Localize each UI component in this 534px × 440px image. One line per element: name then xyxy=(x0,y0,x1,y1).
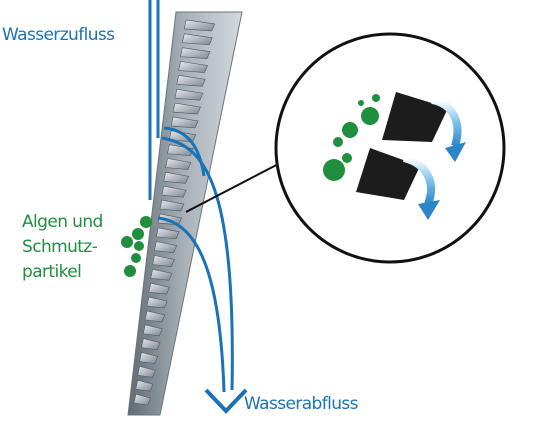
screen-tooth xyxy=(161,185,187,198)
screen-tooth xyxy=(150,269,173,281)
algae-label-line-2: Schmutz- xyxy=(22,237,98,257)
screen-tooth xyxy=(176,75,206,87)
algae-label: Algen und Schmutz- partikel xyxy=(22,210,103,285)
screen-bar-lower xyxy=(356,148,440,220)
screen-tooth xyxy=(148,282,170,295)
screen-tooth xyxy=(180,47,211,59)
inflow-label: Wasserzufluss xyxy=(2,25,115,45)
screen-tooth xyxy=(146,296,168,309)
screen-tooth xyxy=(135,379,154,392)
screen-tooth xyxy=(139,352,159,364)
screen-tooth xyxy=(178,61,209,73)
flow-curve-outer xyxy=(161,136,234,391)
flow-curve-top xyxy=(163,126,206,177)
screen-tooth xyxy=(154,241,178,253)
screen-tooth xyxy=(170,116,199,129)
screen-teeth xyxy=(133,19,216,406)
screen-tooth xyxy=(165,158,192,170)
screen-tooth xyxy=(142,324,163,337)
detail-algae-particles xyxy=(323,94,380,181)
algae-label-line-3: partikel xyxy=(22,262,82,282)
screen-bar-upper xyxy=(382,92,466,162)
detail-circle xyxy=(274,32,506,264)
flow-curve-inner xyxy=(157,216,226,393)
screen-tooth xyxy=(140,338,161,350)
screen-tooth xyxy=(137,365,156,378)
outflow-arrow-icon xyxy=(204,388,248,414)
screen-tooth xyxy=(152,255,175,267)
screen-tooth xyxy=(163,172,190,184)
screen-tooth xyxy=(144,310,166,323)
screen-tooth xyxy=(183,19,216,32)
screen-tooth xyxy=(172,102,201,115)
algae-particles xyxy=(121,216,152,277)
leader-line xyxy=(185,159,287,213)
screen-tooth xyxy=(159,199,185,212)
screen-tooth xyxy=(133,393,151,406)
algae-label-line-1: Algen und xyxy=(22,212,103,232)
screen-tooth xyxy=(174,88,204,101)
outflow-label: Wasserabfluss xyxy=(244,394,359,414)
screen-tooth xyxy=(155,227,180,240)
screen-tooth xyxy=(181,33,213,46)
